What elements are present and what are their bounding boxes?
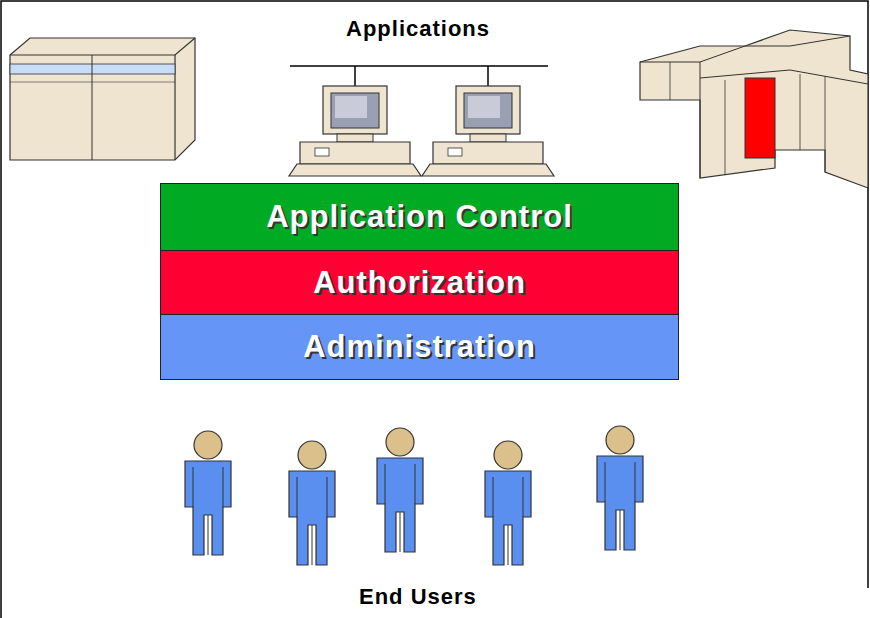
layer-band: Authorization — [160, 250, 679, 315]
workstation — [289, 86, 421, 176]
user-figure — [485, 441, 531, 565]
mainframe — [10, 38, 195, 160]
layer-band: Application Control — [160, 183, 679, 251]
band-label: Authorization — [313, 265, 526, 301]
user-figure — [289, 441, 335, 565]
caption-label: End Users — [359, 584, 477, 610]
caption-label: Applications — [346, 16, 490, 42]
user-figure — [597, 426, 643, 550]
network-bus — [290, 66, 548, 86]
user-figure — [185, 431, 231, 555]
layer-band: Administration — [160, 314, 679, 380]
band-label: Application Control — [266, 199, 573, 235]
workstation — [422, 86, 554, 176]
supercomputer — [640, 30, 868, 188]
user-figure — [377, 428, 423, 552]
band-label: Administration — [303, 329, 536, 365]
